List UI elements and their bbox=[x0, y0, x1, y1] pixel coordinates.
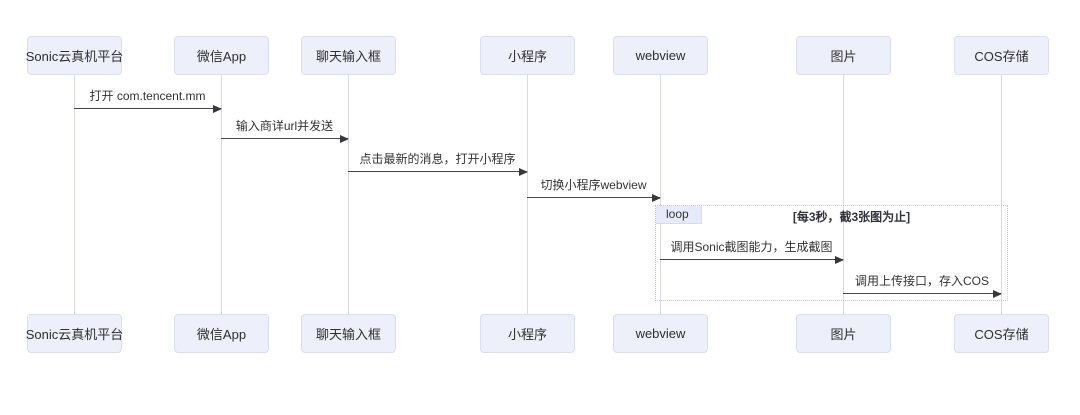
lifeline-wechat-app bbox=[221, 75, 222, 314]
actor-top-mini-program: 小程序 bbox=[480, 36, 575, 75]
actor-label: COS存储 bbox=[974, 327, 1029, 342]
message-open-wechat: 打开 com.tencent.mm bbox=[74, 88, 222, 113]
actor-top-cos-storage: COS存储 bbox=[954, 36, 1049, 75]
actor-label: 微信App bbox=[196, 327, 247, 342]
message-label: 点击最新的消息，打开小程序 bbox=[359, 152, 516, 166]
actor-bottom-cos-storage: COS存储 bbox=[954, 314, 1049, 353]
lifeline-cos-storage bbox=[1001, 75, 1002, 314]
lifeline-image bbox=[843, 75, 844, 314]
message-screenshot: 调用Sonic截图能力，生成截图 bbox=[660, 239, 844, 264]
message-click-latest: 点击最新的消息，打开小程序 bbox=[348, 151, 528, 176]
actor-label: 图片 bbox=[830, 49, 857, 64]
arrowhead-icon bbox=[213, 104, 222, 113]
arrowhead-icon bbox=[519, 167, 528, 176]
actor-bottom-webview: webview bbox=[613, 314, 708, 353]
arrowhead-icon bbox=[993, 289, 1002, 298]
actor-top-image: 图片 bbox=[796, 36, 891, 75]
message-arrow bbox=[660, 255, 844, 264]
actor-label: 图片 bbox=[830, 327, 857, 342]
message-arrow bbox=[74, 104, 222, 113]
actor-label: 聊天输入框 bbox=[315, 49, 381, 64]
message-arrow bbox=[843, 289, 1002, 298]
actor-label: 小程序 bbox=[507, 327, 547, 342]
actor-bottom-wechat-app: 微信App bbox=[174, 314, 269, 353]
actor-label: 微信App bbox=[196, 49, 247, 64]
actor-bottom-sonic-platform: Sonic云真机平台 bbox=[25, 314, 124, 353]
actor-label: Sonic云真机平台 bbox=[25, 327, 124, 342]
lifeline-mini-program bbox=[527, 75, 528, 314]
message-arrow bbox=[348, 167, 528, 176]
message-arrow bbox=[221, 134, 349, 143]
actor-top-wechat-app: 微信App bbox=[174, 36, 269, 75]
message-label: 切换小程序webview bbox=[540, 178, 647, 192]
lifeline-sonic-platform bbox=[74, 75, 75, 314]
message-upload-cos: 调用上传接口，存入COS bbox=[843, 273, 1002, 298]
message-switch-webview: 切换小程序webview bbox=[527, 177, 661, 202]
actor-label: webview bbox=[635, 326, 686, 341]
actor-bottom-mini-program: 小程序 bbox=[480, 314, 575, 353]
lifeline-chat-input bbox=[348, 75, 349, 314]
message-label: 调用上传接口，存入COS bbox=[854, 274, 989, 288]
loop-fragment: loop [每3秒，截3张图为止] bbox=[655, 205, 1008, 301]
actor-bottom-chat-input: 聊天输入框 bbox=[301, 314, 396, 353]
loop-label: loop bbox=[656, 206, 702, 224]
message-arrow bbox=[527, 193, 661, 202]
actor-bottom-image: 图片 bbox=[796, 314, 891, 353]
actor-top-chat-input: 聊天输入框 bbox=[301, 36, 396, 75]
actor-top-webview: webview bbox=[613, 36, 708, 75]
actor-label: 小程序 bbox=[507, 49, 547, 64]
message-label: 调用Sonic截图能力，生成截图 bbox=[670, 240, 833, 254]
message-input-url: 输入商详url并发送 bbox=[221, 118, 349, 143]
loop-condition: [每3秒，截3张图为止] bbox=[792, 210, 911, 224]
arrowhead-icon bbox=[340, 134, 349, 143]
actor-label: webview bbox=[635, 48, 686, 63]
actor-label: 聊天输入框 bbox=[315, 327, 381, 342]
message-label: 打开 com.tencent.mm bbox=[89, 89, 206, 103]
arrowhead-icon bbox=[835, 255, 844, 264]
actor-top-sonic-platform: Sonic云真机平台 bbox=[25, 36, 124, 75]
message-label: 输入商详url并发送 bbox=[235, 119, 334, 133]
arrowhead-icon bbox=[652, 193, 661, 202]
actor-label: COS存储 bbox=[974, 49, 1029, 64]
actor-label: Sonic云真机平台 bbox=[25, 49, 124, 64]
